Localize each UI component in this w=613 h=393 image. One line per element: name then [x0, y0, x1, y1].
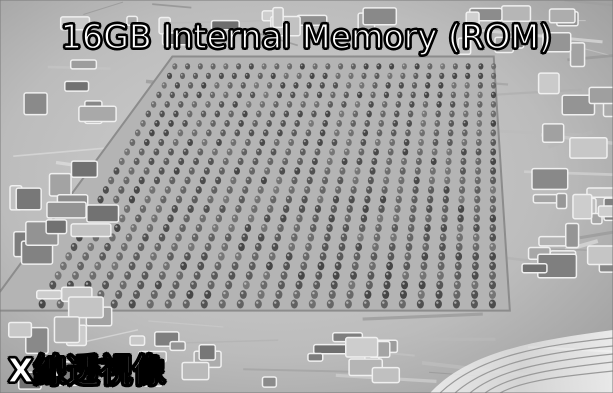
image-caption-xray-label: X線透視像 — [7, 350, 166, 390]
image-caption-title: 16GB Internal Memory (ROM) — [60, 16, 553, 56]
surrounding-components — [7, 5, 613, 390]
flex-cable — [430, 330, 613, 393]
